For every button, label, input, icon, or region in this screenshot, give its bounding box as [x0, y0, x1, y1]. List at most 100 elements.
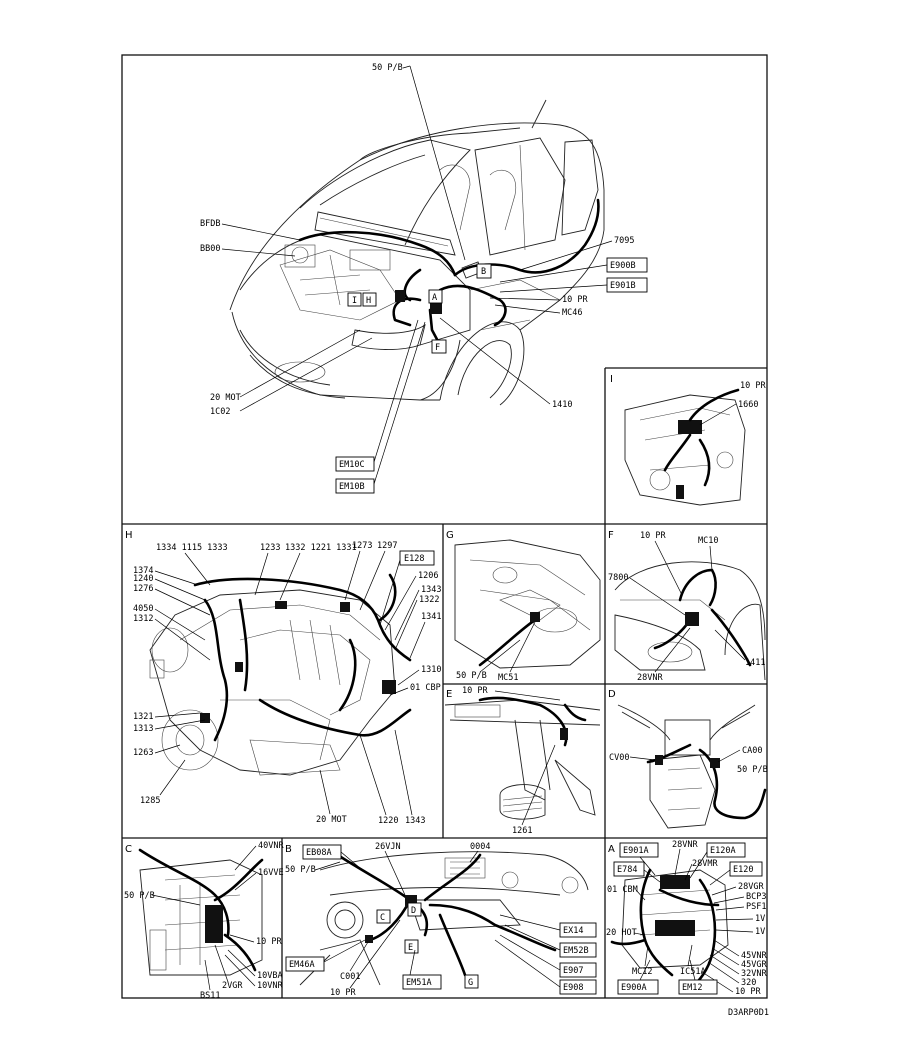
panel-f-label-28vnr: 28VNR	[637, 673, 663, 683]
panel-h-label-1343-bottom: 1343	[405, 816, 425, 826]
panel-c: C 40VNR 16VVE 50 P/B 10 PR 10VBA 10VNR 2…	[124, 841, 284, 1001]
panel-c-letter: C	[125, 844, 132, 855]
panel-g-label-mc51: MC51	[498, 673, 518, 683]
panel-e: E 10 PR 1261	[444, 686, 601, 836]
panel-f-letter: F	[608, 530, 614, 541]
panel-h-label-1321: 1321	[133, 712, 153, 722]
box-e900b: E900B	[610, 261, 636, 271]
panel-a-label-1v-lower: 1V	[755, 927, 765, 937]
panel-b-box-e: E	[408, 943, 413, 953]
main-callouts: 50 P/B BFDB BB00 7095 E900B E901B 10 PR …	[200, 63, 648, 494]
label-bb00: BB00	[200, 244, 220, 254]
panel-h-label-1233: 1233	[260, 543, 280, 553]
box-e901b: E901B	[610, 281, 636, 291]
panel-h-label-1341: 1341	[421, 612, 441, 622]
panel-d-label-50pb: 50 P/B	[737, 765, 768, 775]
panel-a-letter: A	[608, 844, 615, 855]
panel-a-label-psf1: PSF1	[746, 902, 766, 912]
panel-h-label-1332-1221-1331: 1332 1221 1331	[285, 543, 357, 553]
panel-a-label-320: 320	[741, 978, 756, 988]
panel-c-label-40vnr: 40VNR	[258, 841, 284, 851]
panel-d-label-cv00: CV00	[609, 753, 629, 763]
panel-i-label-10pr: 10 PR	[740, 381, 766, 391]
label-20mot: 20 MOT	[210, 393, 241, 403]
panel-c-label-50pb: 50 P/B	[124, 891, 155, 901]
panel-a-label-20hot: 20 HOT	[606, 928, 637, 938]
panel-b-box-ex14: EX14	[563, 926, 583, 936]
panel-e-label-1261: 1261	[512, 826, 532, 836]
panel-d-letter: D	[608, 689, 616, 700]
panel-e-letter: E	[446, 689, 452, 700]
label-10pr: 10 PR	[562, 295, 588, 305]
panel-h-label-1374: 1374	[133, 566, 153, 576]
box-a: A	[432, 293, 437, 303]
panel-i-label-1660: 1660	[738, 400, 758, 410]
panel-h-label-20mot: 20 MOT	[316, 815, 347, 825]
panel-a: A E901A 28VNR E120A 28VMR E784 E120 28VG…	[606, 840, 767, 997]
box-f: F	[435, 343, 440, 353]
panel-b-box-em51a: EM51A	[406, 978, 432, 988]
panel-h-label-1263: 1263	[133, 748, 153, 758]
panel-b-box-e907: E907	[563, 966, 583, 976]
panel-h-label-1334-1115-1333: 1334 1115 1333	[156, 543, 228, 553]
panel-e-label-10pr: 10 PR	[462, 686, 488, 696]
panel-h-label-1206: 1206	[418, 571, 438, 581]
panel-b-box-em52b: EM52B	[563, 946, 589, 956]
panel-b-box-eb08a: EB08A	[306, 848, 332, 858]
panel-c-label-10vnr: 10VNR	[257, 981, 283, 991]
panel-c-label-2vgr: 2VGR	[222, 981, 243, 991]
panel-b-label-0004: 0004	[470, 842, 490, 852]
panel-a-box-e900a: E900A	[621, 983, 647, 993]
panel-h-letter: H	[125, 530, 133, 541]
panel-h-label-01cbp: 01 CBP	[410, 683, 441, 693]
panel-f-label-10pr: 10 PR	[640, 531, 666, 541]
panel-a-box-e120a: E120A	[710, 846, 736, 856]
panel-a-label-32vnr: 32VNR	[741, 969, 767, 979]
panel-f-label-7800: 7800	[608, 573, 628, 583]
box-i: I	[352, 296, 357, 306]
panel-h-label-4050: 4050	[133, 604, 153, 614]
panel-b-box-g: G	[468, 978, 473, 988]
panel-h-label-1322: 1322	[419, 595, 439, 605]
panel-a-label-1v-upper: 1V	[755, 914, 765, 924]
panel-a-label-10pr: 10 PR	[735, 987, 761, 997]
panel-h-label-1343: 1343	[421, 585, 441, 595]
panel-a-label-28vmr: 28VMR	[692, 859, 718, 869]
label-mc46: MC46	[562, 308, 582, 318]
panel-b-box-c: C	[380, 913, 385, 923]
panel-f-label-1411: 1411	[745, 658, 765, 668]
panel-h-box-e128: E128	[404, 554, 424, 564]
panel-a-label-bcp3: BCP3	[746, 892, 766, 902]
label-7095: 7095	[614, 236, 634, 246]
panel-c-label-10vba: 10VBA	[257, 971, 283, 981]
panel-g-label-50pb: 50 P/B	[456, 671, 487, 681]
panel-d: D CV00 CA00 50 P/B	[608, 689, 768, 829]
main-harness	[298, 198, 600, 347]
panel-f: F 10 PR MC10 7800 28VNR 1411	[608, 530, 765, 683]
label-bfdb: BFDB	[200, 219, 220, 229]
box-h: H	[366, 296, 371, 306]
panel-b-box-e908: E908	[563, 983, 583, 993]
box-em10c: EM10C	[339, 460, 365, 470]
panel-i: I 10 PR 1660	[610, 374, 766, 506]
panel-h-label-1220: 1220	[378, 816, 398, 826]
panel-a-label-45vnr: 45VNR	[741, 951, 767, 961]
label-1c02: 1C02	[210, 407, 230, 417]
panel-b-label-26vjn: 26VJN	[375, 842, 401, 852]
panel-d-label-ca00: CA00	[742, 746, 762, 756]
box-em10b: EM10B	[339, 482, 365, 492]
panel-h-label-1240: 1240	[133, 574, 153, 584]
label-50pb: 50 P/B	[372, 63, 403, 73]
panel-h-label-1297: 1297	[377, 541, 397, 551]
panel-a-label-45vgr: 45VGR	[741, 960, 767, 970]
panel-h-label-1285: 1285	[140, 796, 160, 806]
panel-a-box-e784: E784	[617, 865, 637, 875]
panel-c-label-bs11: BS11	[200, 991, 220, 1001]
panel-h-label-1310: 1310	[421, 665, 441, 675]
panel-i-letter: I	[610, 374, 613, 385]
panel-c-label-10pr: 10 PR	[256, 937, 282, 947]
panel-a-box-e901a: E901A	[623, 846, 649, 856]
panel-a-label-28vnr: 28VNR	[672, 840, 698, 850]
panel-b-label-c001: C001	[340, 972, 360, 982]
panel-a-label-28vgr: 28VGR	[738, 882, 764, 892]
